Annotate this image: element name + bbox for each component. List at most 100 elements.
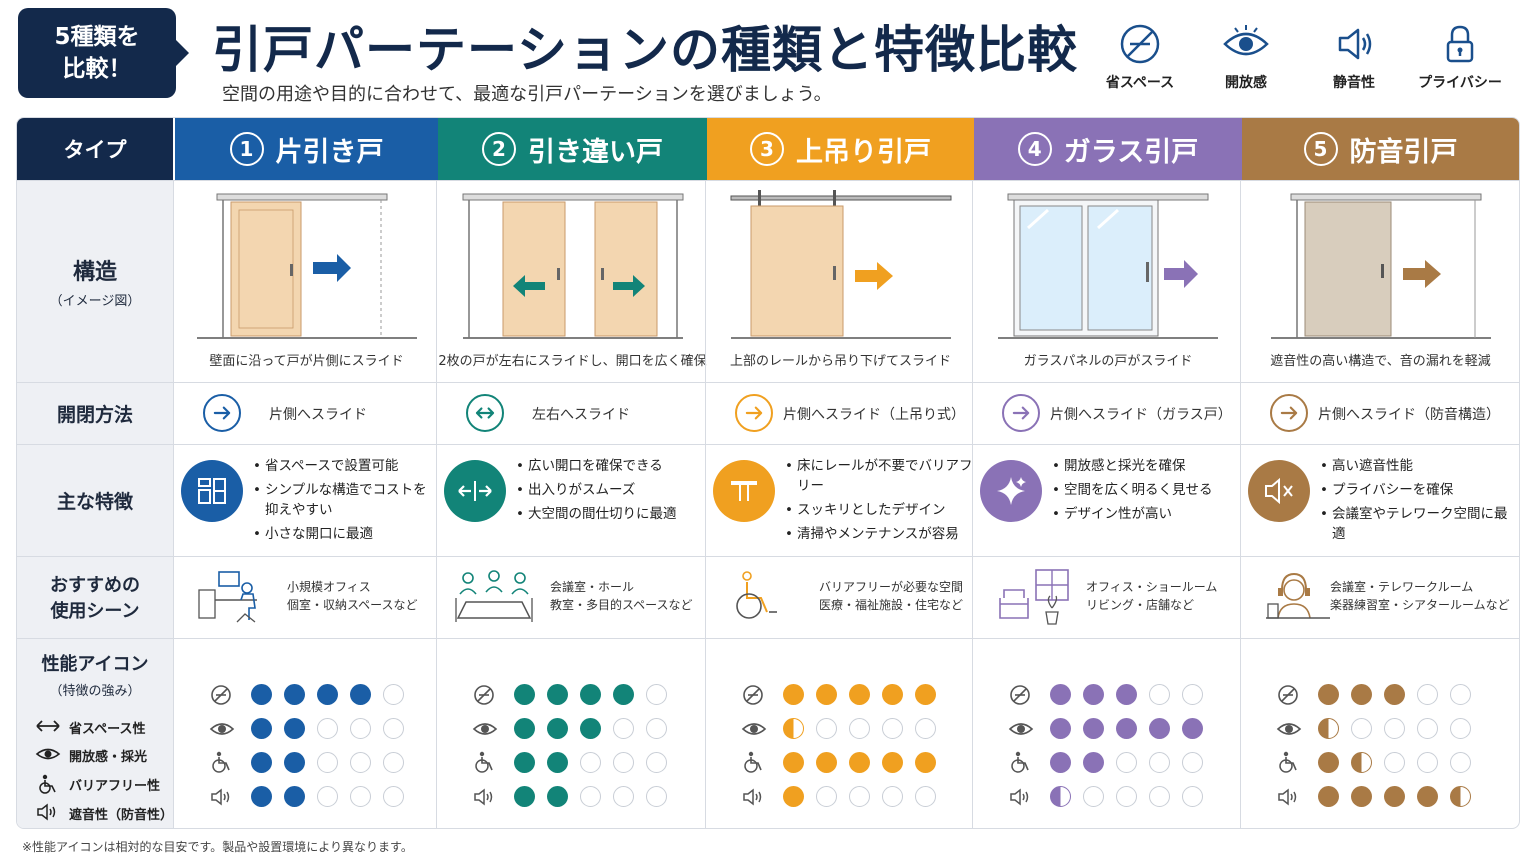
rating-dot <box>1318 752 1339 773</box>
rating-dot <box>1050 786 1071 807</box>
badge-arrow <box>176 40 189 66</box>
structure-caption: ガラスパネルの戸がスライド <box>1023 354 1193 369</box>
door-diagram <box>1261 188 1501 348</box>
rating-dot <box>613 752 634 773</box>
speaker-icon <box>1338 28 1372 60</box>
rating-dot <box>1351 684 1372 705</box>
perf-row <box>707 746 974 780</box>
type-number: 4 <box>1017 132 1052 166</box>
rating-dot <box>849 684 870 705</box>
rating-dot <box>1351 752 1372 773</box>
perf-labels: 省スペース性 開放感・採光 バリアフリー性 遮音性（防音性） <box>17 711 173 828</box>
rating-dot <box>514 752 535 773</box>
eye-icon <box>209 717 235 745</box>
header-type-3: 3 上吊り引戸 <box>707 118 974 180</box>
scene-text: 小規模オフィス個室・収納スペースなど <box>287 578 418 614</box>
space-saving-icon <box>209 683 233 711</box>
rating-dot <box>350 684 371 705</box>
feature-item: 小さな開口に最適 <box>253 524 438 544</box>
legend-label: 開放感 <box>1225 75 1267 91</box>
footnote: ※性能アイコンは相対的な目安です。製品や設置環境により異なります。 <box>22 840 413 854</box>
row-label-text: 構造 <box>72 259 117 285</box>
type-name: ガラス引戸 <box>1063 136 1199 168</box>
divider <box>17 180 1519 181</box>
space-saving-icon <box>1276 683 1300 711</box>
arrow-right-icon <box>735 394 773 432</box>
legend-item-quiet: 静音性 <box>1306 22 1402 92</box>
rating-dot <box>383 752 404 773</box>
structure-cell: 上部のレールから吊り下げてスライド <box>707 180 974 382</box>
perf-cell <box>1242 638 1519 828</box>
rating-dot <box>1417 786 1438 807</box>
rating-dot <box>1450 752 1471 773</box>
type-name: 上吊り引戸 <box>796 136 931 168</box>
feature-item: 高い遮音性能 <box>1320 456 1512 476</box>
structure-cell: 2枚の戸が左右にスライドし、開口を広く確保 <box>438 180 707 382</box>
scene-line: 個室・収納スペースなど <box>287 598 418 612</box>
rating-dot <box>915 718 936 739</box>
divider <box>705 180 706 828</box>
scene-line: 会議室・ホール <box>550 580 635 594</box>
perf-row <box>707 712 974 746</box>
divider <box>17 556 1519 557</box>
scene-line: 教室・多目的スペースなど <box>550 598 693 612</box>
rating-dot <box>915 786 936 807</box>
rating-dot <box>816 786 837 807</box>
rating-dot <box>1116 786 1137 807</box>
rating-dot <box>1417 752 1438 773</box>
features-list: 高い遮音性能プライバシーを確保会議室やテレワーク空間に最適 <box>1320 456 1512 548</box>
rating-dot <box>1351 718 1372 739</box>
page-subtitle: 空間の用途や目的に合わせて、最適な引戸パーテーションを選びましょう。 <box>222 84 832 105</box>
divider <box>17 382 1519 383</box>
eye-icon <box>35 748 61 760</box>
rating-dot <box>613 718 634 739</box>
perf-row <box>707 780 974 814</box>
scene-cell: 会議室・テレワークルーム楽器練習室・シアタールームなど <box>1242 556 1519 638</box>
scene-text: 会議室・テレワークルーム楽器練習室・シアタールームなど <box>1330 578 1510 614</box>
rating-dot <box>1149 752 1170 773</box>
wheelchair-icon <box>472 751 496 779</box>
method-cell: 左右へスライド <box>438 382 707 444</box>
scene-line: 小規模オフィス <box>287 580 371 594</box>
rating-dot <box>915 752 936 773</box>
perf-row <box>974 712 1242 746</box>
headset-icon <box>1264 568 1334 630</box>
feature-item: 開放感と採光を確保 <box>1052 456 1213 476</box>
rating-dot <box>849 786 870 807</box>
type-number: 3 <box>750 132 784 166</box>
rating-dot <box>514 786 535 807</box>
features-cell: 開放感と採光を確保空間を広く明るく見せるデザイン性が高い <box>974 444 1242 556</box>
feature-item: デザイン性が高い <box>1052 504 1213 524</box>
perf-label-text: 省スペース性 <box>69 722 146 737</box>
space-saving-icon <box>741 683 765 711</box>
feature-item: プライバシーを確保 <box>1320 480 1512 500</box>
rating-dot <box>1050 718 1071 739</box>
rating-dot <box>514 718 535 739</box>
feature-item: 床にレールが不要でバリアフリー <box>785 456 974 496</box>
rating-dot <box>1417 684 1438 705</box>
rating-dot <box>882 718 903 739</box>
perf-row <box>438 712 707 746</box>
perf-row <box>175 746 438 780</box>
rating-dot <box>580 786 601 807</box>
perf-row <box>1242 746 1519 780</box>
divider <box>1240 180 1241 828</box>
rating-dot <box>547 684 568 705</box>
structure-cell: 壁面に沿って戸が片側にスライド <box>175 180 438 382</box>
rating-dot <box>882 684 903 705</box>
rating-dot <box>317 786 338 807</box>
type-label-text: タイプ <box>63 138 127 162</box>
scene-cell: バリアフリーが必要な空間医療・福祉施設・住宅など <box>707 556 974 638</box>
rating-dot <box>1450 786 1471 807</box>
rating-dot <box>849 718 870 739</box>
row-label-method: 開閉方法 <box>17 382 173 444</box>
perf-row <box>707 678 974 712</box>
rating-dot <box>1116 684 1137 705</box>
rating-dot <box>284 786 305 807</box>
rating-dot <box>613 786 634 807</box>
rating-dot <box>547 786 568 807</box>
method-text: 片側へスライド（防音構造） <box>1318 407 1500 423</box>
scene-line: バリアフリーが必要な空間 <box>819 580 964 594</box>
